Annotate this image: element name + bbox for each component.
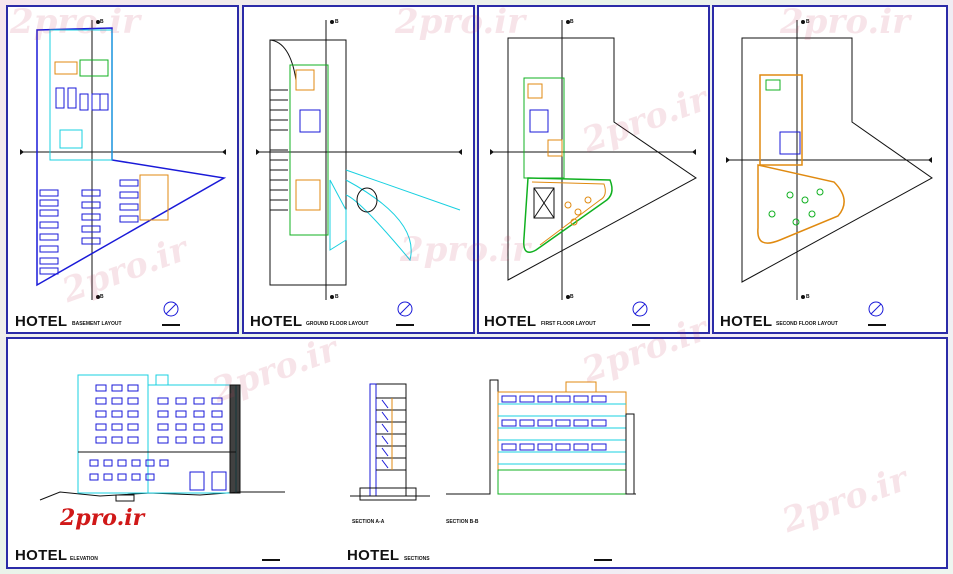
section-marker-label: B — [335, 19, 339, 25]
panel-subtitle: BASEMENT LAYOUT — [72, 321, 122, 327]
section-marker-label: B — [100, 19, 104, 25]
second-floor-plan — [726, 20, 933, 317]
scale-bar — [632, 324, 650, 326]
panel-title: HOTEL — [720, 313, 773, 330]
basement-plan — [20, 20, 227, 317]
panel-second-floor — [712, 5, 948, 334]
first-floor-plan — [490, 20, 697, 317]
section-marker-label: B — [806, 294, 810, 300]
section-aa-drawing — [350, 383, 430, 501]
site-logo: 2pro.ir — [60, 505, 145, 531]
section-aa-label: SECTION A-A — [352, 519, 385, 525]
panel-title: HOTEL — [250, 313, 303, 330]
panel-subtitle: SECOND FLOOR LAYOUT — [776, 321, 838, 327]
ground-floor-plan — [256, 20, 462, 317]
section-bb-drawing — [446, 379, 636, 495]
panel-first-floor — [477, 5, 710, 334]
panel-subtitle: GROUND FLOOR LAYOUT — [306, 321, 369, 327]
panel-basement — [6, 5, 239, 334]
scale-bar — [594, 559, 612, 561]
section-marker-label: B — [570, 294, 574, 300]
panel-title: HOTEL — [15, 313, 68, 330]
scale-bar — [262, 559, 280, 561]
section-marker-label: B — [335, 294, 339, 300]
section-marker-label: B — [806, 19, 810, 25]
section-marker-label: B — [100, 294, 104, 300]
panel-subtitle: FIRST FLOOR LAYOUT — [541, 321, 596, 327]
section-marker-label: B — [570, 19, 574, 25]
elevation-drawing — [39, 374, 285, 502]
panel-subtitle: SECTIONS — [404, 556, 430, 562]
panel-subtitle: ELEVATION — [70, 556, 98, 562]
panel-title: HOTEL — [347, 547, 400, 564]
panel-title: HOTEL — [484, 313, 537, 330]
section-markers — [20, 20, 932, 299]
panel-title: HOTEL — [15, 547, 68, 564]
scale-bar — [868, 324, 886, 326]
scale-bar — [396, 324, 414, 326]
panel-elevation-sections — [6, 337, 948, 569]
scale-bar — [162, 324, 180, 326]
section-bb-label: SECTION B-B — [446, 519, 479, 525]
